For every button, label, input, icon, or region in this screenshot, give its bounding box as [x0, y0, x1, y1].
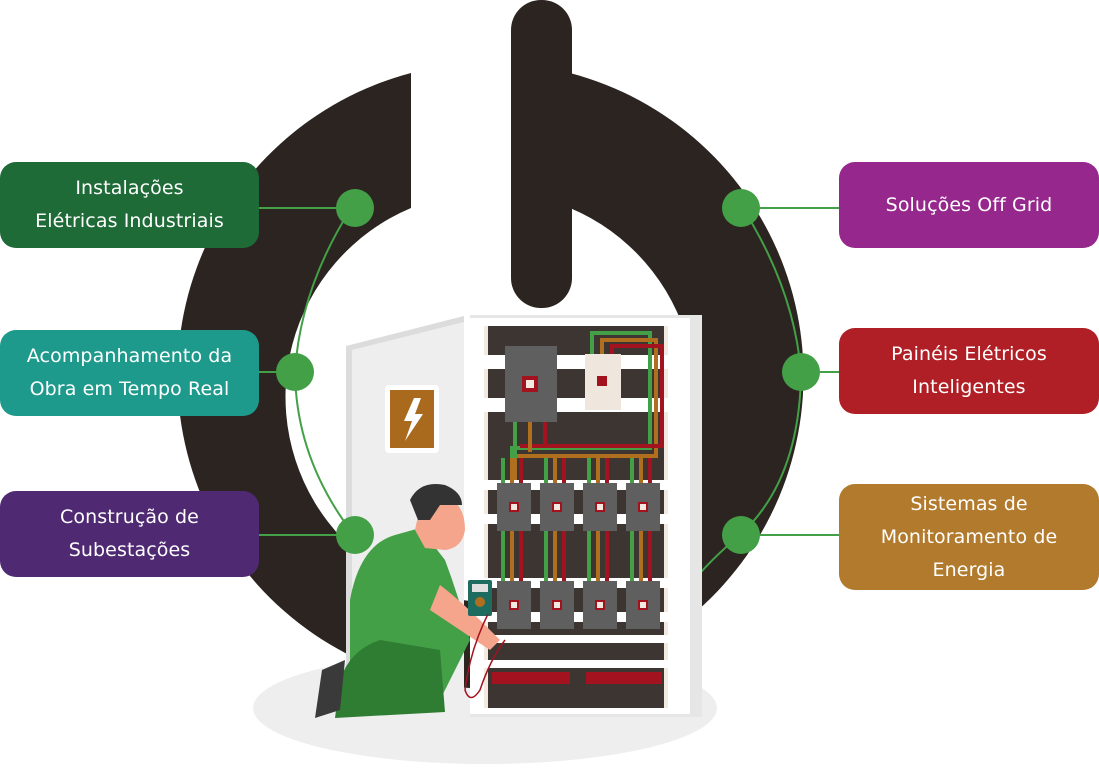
power-icon-bar [511, 0, 572, 308]
node-dot [782, 353, 820, 391]
service-box-off-grid[interactable]: Soluções Off Grid [839, 162, 1099, 248]
node-dot [336, 516, 374, 554]
service-box-energy-monitoring[interactable]: Sistemas de Monitoramento de Energia [839, 484, 1099, 590]
service-box-smart-panels[interactable]: Painéis Elétricos Inteligentes [839, 328, 1099, 414]
service-box-industrial-installations[interactable]: Instalações Elétricas Industriais [0, 162, 259, 248]
service-box-real-time-monitoring[interactable]: Acompanhamento da Obra em Tempo Real [0, 330, 259, 416]
node-dot [722, 516, 760, 554]
node-dot [336, 189, 374, 227]
electrical-panel [470, 315, 702, 717]
electrician-figure [315, 484, 506, 718]
node-dot [722, 189, 760, 227]
right-connector-arc [689, 209, 803, 586]
service-box-substations[interactable]: Construção de Subestações [0, 491, 259, 577]
node-dot [276, 353, 314, 391]
